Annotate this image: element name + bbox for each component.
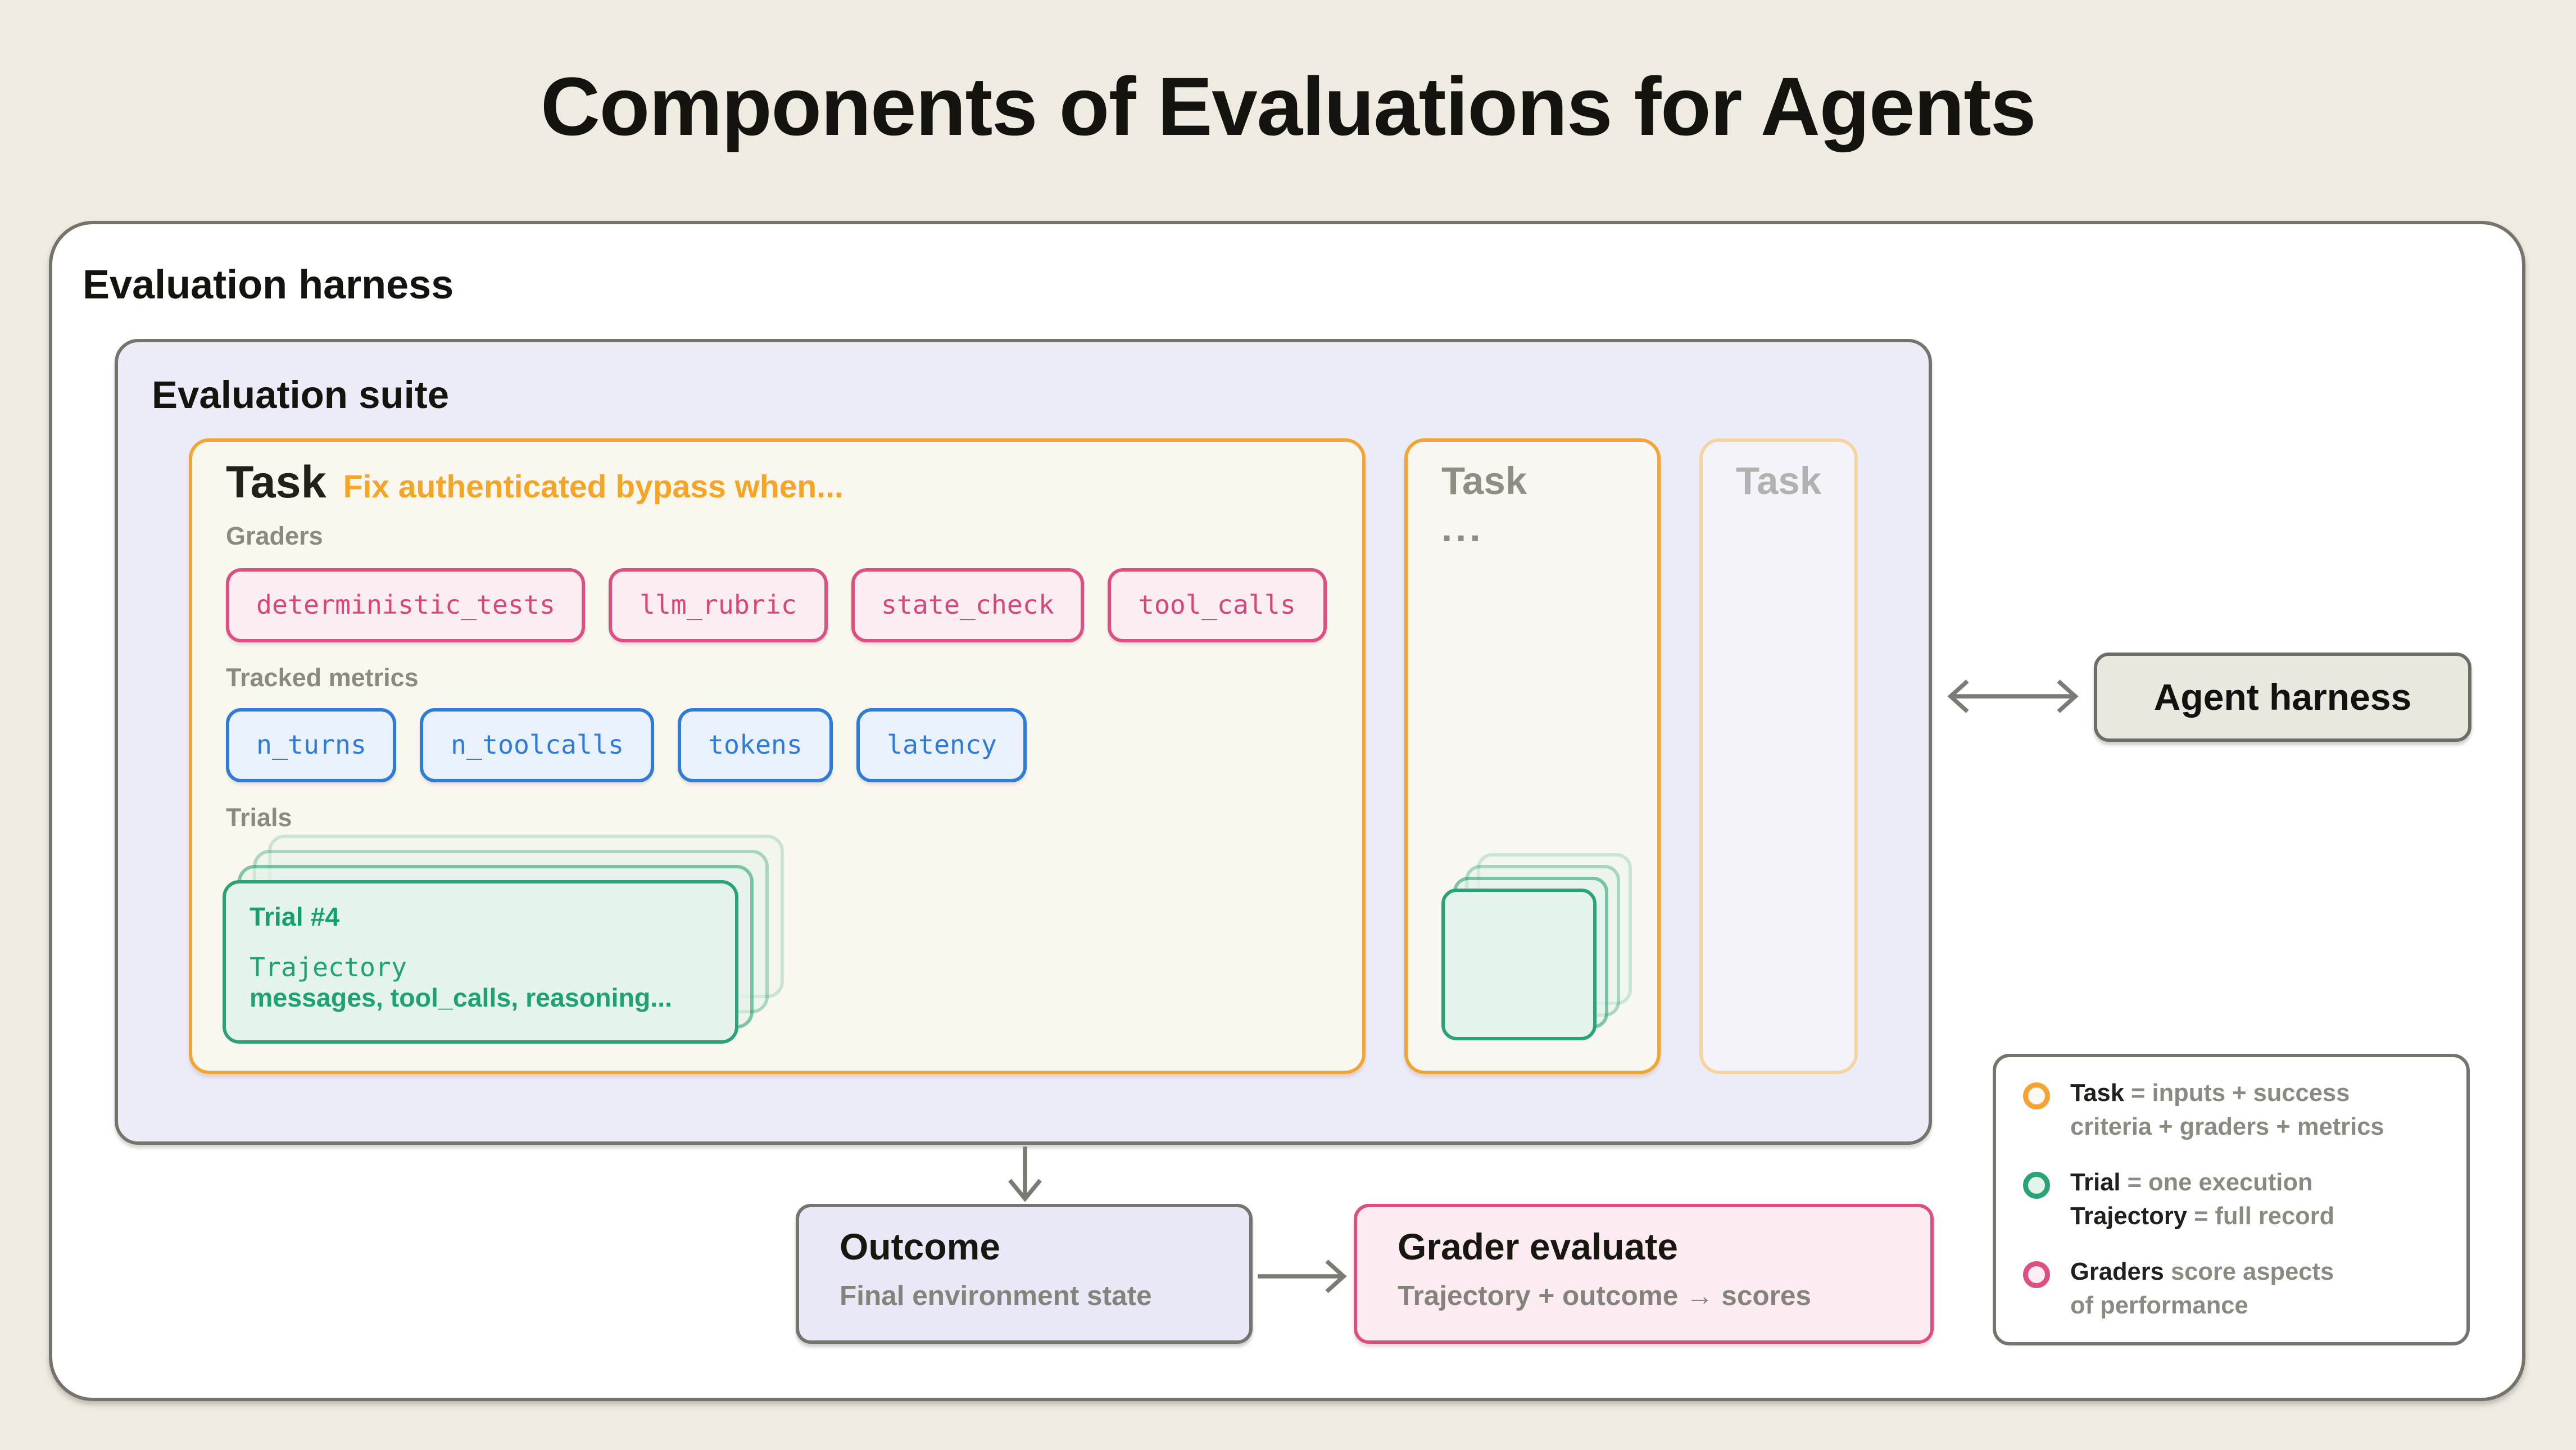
legend-item-text: Trial = one execution Trajectory = full … — [2070, 1168, 2334, 1234]
outcome-box: Outcome Final environment state — [796, 1204, 1253, 1344]
task2-title: Task — [1441, 459, 1527, 502]
metric-badge: n_toolcalls — [420, 708, 654, 782]
grader-badge: tool_calls — [1108, 568, 1326, 642]
evaluation-harness-label: Evaluation harness — [83, 263, 454, 309]
grader-badge: llm_rubric — [609, 568, 827, 642]
task-card-faded — [1699, 438, 1858, 1074]
legend-rest: criteria + graders + metrics — [2070, 1113, 2384, 1141]
graders-badge-row: deterministic_tests llm_rubric state_che… — [226, 568, 1326, 642]
trial-name: Trial #4 — [250, 904, 340, 932]
agent-harness-label: Agent harness — [2153, 675, 2412, 718]
down-arrow — [1008, 1147, 1042, 1202]
task-header: Task Fix authenticated bypass when... — [226, 457, 843, 509]
legend-rest: = inputs + success — [2124, 1081, 2350, 1108]
right-arrow — [1258, 1259, 1347, 1293]
grader-evaluate-box: Grader evaluate Trajectory + outcome → s… — [1354, 1204, 1934, 1344]
legend-item-trial: Trial = one execution Trajectory = full … — [2023, 1168, 2443, 1234]
grader-evaluate-subtitle: Trajectory + outcome → scores — [1398, 1281, 1811, 1312]
legend-rest: of performance — [2070, 1292, 2248, 1320]
legend-rest: = one execution — [2120, 1170, 2313, 1197]
legend-item-graders: Graders score aspects of performance — [2023, 1258, 2443, 1324]
task-description: Fix authenticated bypass when... — [343, 470, 843, 506]
trial-card: Trial #4 Trajectory messages, tool_calls… — [223, 880, 738, 1044]
bidirectional-arrow — [1947, 679, 2079, 713]
metrics-section-label: Tracked metrics — [226, 664, 419, 693]
legend-item-text: Task = inputs + success criteria + grade… — [2070, 1079, 2384, 1145]
mini-trial-card — [1441, 889, 1597, 1040]
metric-badge: latency — [856, 708, 1027, 782]
metric-badge: n_turns — [226, 708, 397, 782]
graders-ring-icon — [2023, 1261, 2050, 1288]
task2-ellipsis: ... — [1441, 506, 1484, 550]
grader-badge: state_check — [850, 568, 1085, 642]
graders-section-label: Graders — [226, 523, 323, 551]
trials-section-label: Trials — [226, 804, 292, 833]
legend-rest: = full record — [2187, 1203, 2335, 1230]
trial-trajectory-label: Trajectory — [250, 953, 407, 983]
legend-term: Task — [2070, 1081, 2124, 1108]
page-title: Components of Evaluations for Agents — [540, 62, 2037, 153]
metrics-badge-row: n_turns n_toolcalls tokens latency — [226, 708, 1027, 782]
grader-badge: deterministic_tests — [226, 568, 586, 642]
metric-badge: tokens — [677, 708, 833, 782]
legend-term: Trial — [2070, 1170, 2121, 1197]
outcome-title: Outcome — [840, 1226, 1001, 1268]
evaluation-suite-label: Evaluation suite — [152, 373, 450, 416]
grader-evaluate-title: Grader evaluate — [1398, 1226, 1678, 1268]
legend-item-task: Task = inputs + success criteria + grade… — [2023, 1079, 2443, 1145]
legend-item-text: Graders score aspects of performance — [2070, 1258, 2334, 1324]
trial-ring-icon — [2023, 1172, 2050, 1199]
legend-term: Trajectory — [2070, 1203, 2187, 1230]
trial-trajectory-items: messages, tool_calls, reasoning... — [250, 985, 673, 1013]
task3-title: Task — [1735, 459, 1822, 502]
task-ring-icon — [2023, 1082, 2050, 1109]
legend-box: Task = inputs + success criteria + grade… — [1993, 1054, 2470, 1345]
task-title: Task — [226, 457, 326, 508]
agent-harness-box: Agent harness — [2094, 652, 2471, 742]
legend-rest: score aspects — [2164, 1259, 2334, 1286]
outcome-subtitle: Final environment state — [840, 1281, 1152, 1312]
legend-term: Graders — [2070, 1259, 2164, 1286]
